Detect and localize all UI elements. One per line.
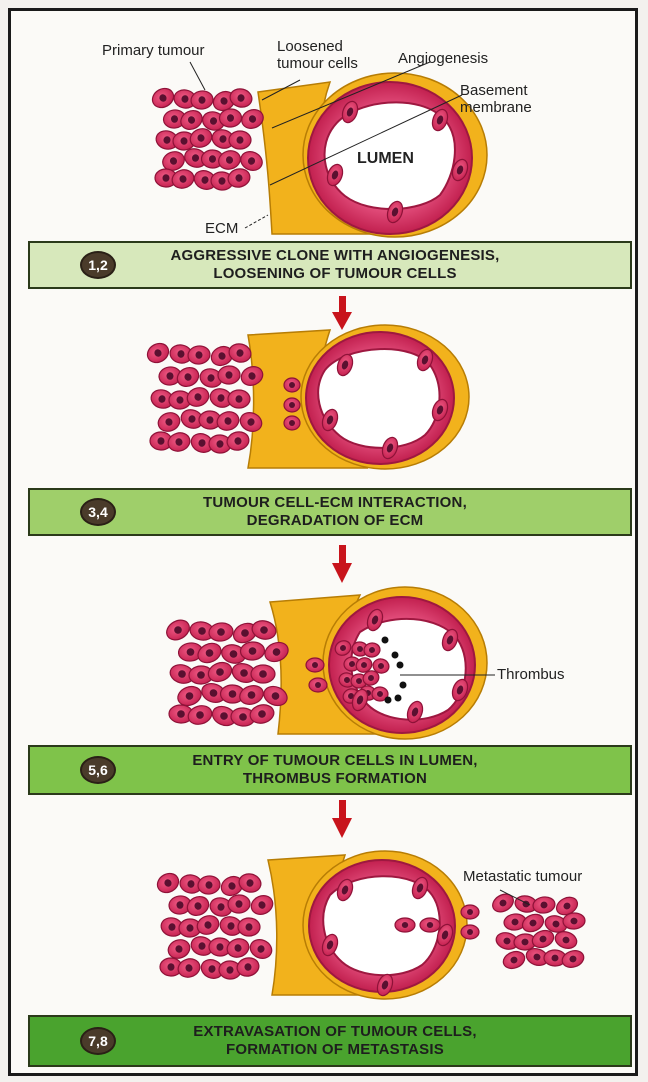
cell-nucleus <box>236 136 243 144</box>
step-banner-4: 7,8 EXTRAVASATION OF TUMOUR CELLS, FORMA… <box>28 1015 632 1067</box>
tumour-cell <box>284 416 300 430</box>
platelet <box>400 682 407 689</box>
tumour-cell <box>240 641 265 661</box>
step-number-badge: 1,2 <box>80 251 116 279</box>
tumour-cell <box>197 875 221 896</box>
tumour-cell <box>489 891 516 916</box>
tumour-cell <box>187 345 211 366</box>
tumour-cell <box>248 892 275 917</box>
tumour-cell <box>501 949 527 972</box>
tumour-cell <box>251 665 275 683</box>
platelet <box>382 637 389 644</box>
platelet <box>397 662 404 669</box>
tumour-cell <box>237 683 265 708</box>
step-number-badge: 7,8 <box>80 1027 116 1055</box>
tumour-cell <box>284 378 300 392</box>
tumour-cell <box>420 918 440 932</box>
loosened-label-line2: tumour cells <box>277 55 358 72</box>
tumour-cell <box>176 956 202 980</box>
cell-nucleus <box>315 682 321 688</box>
loosened-label-line1: Loosened <box>277 38 343 55</box>
tumour-cell <box>228 390 250 408</box>
tumour-cell <box>156 410 183 435</box>
cell-nucleus <box>289 382 295 388</box>
lumen-label: LUMEN <box>357 150 414 167</box>
tumour-cell <box>217 365 240 384</box>
step-text: ENTRY OF TUMOUR CELLS IN LUMEN, THROMBUS… <box>30 752 630 788</box>
step-number-badge: 5,6 <box>80 756 116 784</box>
platelet <box>395 695 402 702</box>
cell-nucleus <box>467 929 473 935</box>
tumour-cell <box>166 430 192 454</box>
step-text-line2: THROMBUS FORMATION <box>40 770 630 788</box>
tumour-cell <box>560 948 586 970</box>
stage-2-illustration <box>144 325 469 469</box>
step-banner-2: 3,4 TUMOUR CELL-ECM INTERACTION, DEGRADA… <box>28 488 632 536</box>
step-text-line1: TUMOUR CELL-ECM INTERACTION, <box>40 494 630 512</box>
tumour-cell <box>190 90 214 111</box>
cell-nucleus <box>312 662 318 668</box>
tumour-cell <box>461 925 479 939</box>
platelet <box>385 697 392 704</box>
tumour-cell <box>237 872 263 895</box>
tumour-cell <box>186 703 214 727</box>
step-text-line2: FORMATION OF METASTASIS <box>40 1041 630 1059</box>
cell-nucleus <box>289 402 295 408</box>
cell-nucleus <box>259 670 267 678</box>
step-text-line2: LOOSENING OF TUMOUR CELLS <box>40 265 630 283</box>
cell-nucleus <box>402 922 408 928</box>
step-text: TUMOUR CELL-ECM INTERACTION, DEGRADATION… <box>30 494 630 530</box>
tumour-cell <box>238 918 260 936</box>
down-arrow-2 <box>332 545 352 583</box>
tumour-cell <box>184 893 212 919</box>
cell-nucleus <box>467 909 473 915</box>
step-text-line1: ENTRY OF TUMOUR CELLS IN LUMEN, <box>40 752 630 770</box>
tumour-cell <box>395 918 415 932</box>
tumour-cell <box>149 85 177 112</box>
platelet <box>392 652 399 659</box>
cell-nucleus <box>289 420 295 426</box>
step-banner-3: 5,6 ENTRY OF TUMOUR CELLS IN LUMEN, THRO… <box>28 745 632 795</box>
primary-tumour-label: Primary tumour <box>102 42 205 59</box>
tumour-cell <box>163 616 193 644</box>
tumour-cell <box>284 398 300 412</box>
step-text-line2: DEGRADATION OF ECM <box>40 512 630 530</box>
tumour-cell <box>219 108 242 127</box>
step-text-line1: EXTRAVASATION OF TUMOUR CELLS, <box>40 1023 630 1041</box>
step-number-badge: 3,4 <box>80 498 116 526</box>
tumour-cell <box>154 870 182 897</box>
thrombus-label: Thrombus <box>497 666 565 683</box>
step-text-line1: AGGRESSIVE CLONE WITH ANGIOGENESIS, <box>40 247 630 265</box>
tumour-cell <box>174 364 202 390</box>
tumour-cell <box>144 340 172 367</box>
cell-nucleus <box>235 395 242 403</box>
basement-label-line1: Basement <box>460 82 528 99</box>
cell-nucleus <box>427 922 433 928</box>
step-banner-1: 1,2 AGGRESSIVE CLONE WITH ANGIOGENESIS, … <box>28 241 632 289</box>
angiogenesis-label: Angiogenesis <box>398 50 488 67</box>
cell-nucleus <box>245 923 252 931</box>
tumour-cell <box>225 936 251 960</box>
step-text: EXTRAVASATION OF TUMOUR CELLS, FORMATION… <box>30 1023 630 1059</box>
stage-3-illustration <box>163 587 495 739</box>
ecm-label: ECM <box>205 220 238 237</box>
tumour-cell <box>229 131 251 149</box>
tumour-cell <box>306 658 324 672</box>
tumour-cell <box>532 896 556 915</box>
tumour-cell <box>208 621 234 642</box>
tumour-cell <box>309 678 327 692</box>
down-arrow-3 <box>332 800 352 838</box>
metastatic-tumour-label: Metastatic tumour <box>463 868 582 885</box>
stage-1-illustration <box>149 73 487 237</box>
tumour-cell <box>215 409 241 433</box>
tumour-cell <box>461 905 479 919</box>
tumour-cell <box>227 894 250 913</box>
tumour-cell <box>250 618 278 641</box>
step-text: AGGRESSIVE CLONE WITH ANGIOGENESIS, LOOS… <box>30 247 630 283</box>
down-arrow-1 <box>332 296 352 330</box>
basement-label-line2: membrane <box>460 99 532 116</box>
